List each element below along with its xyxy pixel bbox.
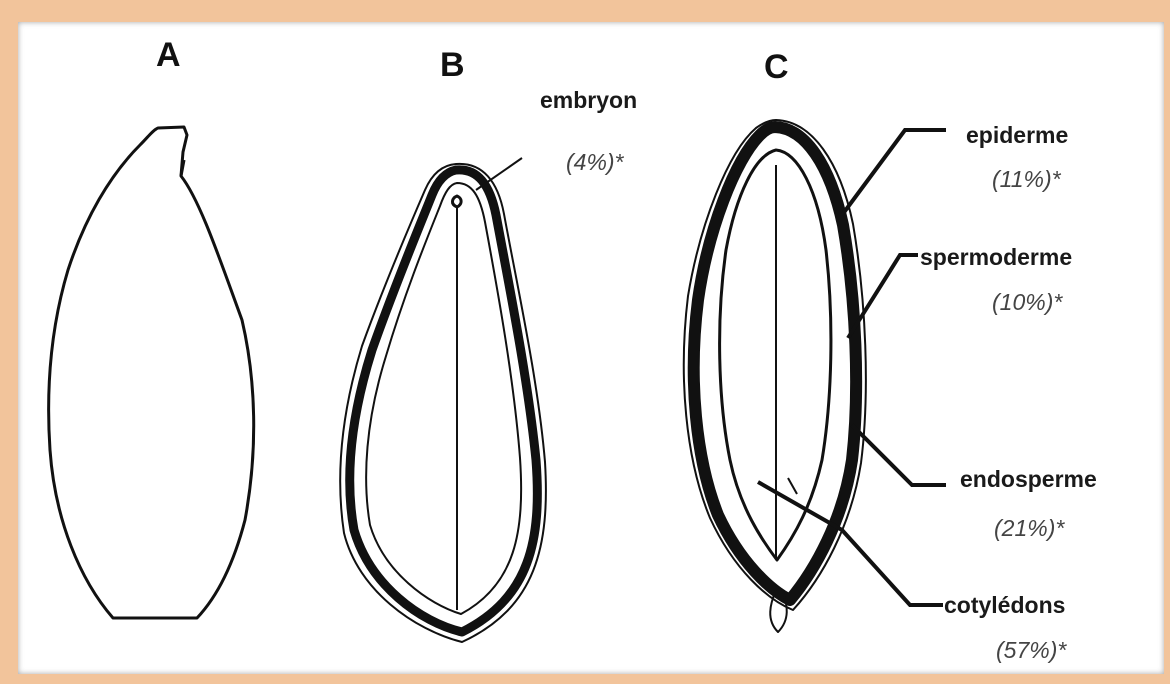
- label-endosperme: endosperme: [960, 466, 1097, 492]
- label-epiderme: epiderme: [966, 122, 1068, 148]
- panel-letter-c: C: [764, 48, 789, 86]
- seed-section-b: [340, 158, 546, 642]
- leader-endosperme: [852, 425, 946, 485]
- leader-epiderme: [842, 130, 946, 215]
- label-spermoderme: spermoderme: [920, 244, 1072, 270]
- panel-letter-b: B: [440, 46, 465, 84]
- label-cotyledons-percent: (57%)*: [996, 637, 1067, 663]
- label-cotyledons: cotylédons: [944, 592, 1065, 618]
- leader-cotyledons: [758, 482, 943, 605]
- seed-outline-a: [49, 127, 254, 618]
- seed-section-c: [684, 120, 866, 632]
- panel-letter-a: A: [156, 36, 181, 74]
- label-endosperme-percent: (21%)*: [994, 515, 1065, 541]
- label-spermoderme-percent: (10%)*: [992, 289, 1063, 315]
- label-embryon: embryon: [540, 87, 637, 113]
- label-embryon-percent: (4%)*: [566, 149, 625, 175]
- label-epiderme-percent: (11%)*: [992, 166, 1062, 192]
